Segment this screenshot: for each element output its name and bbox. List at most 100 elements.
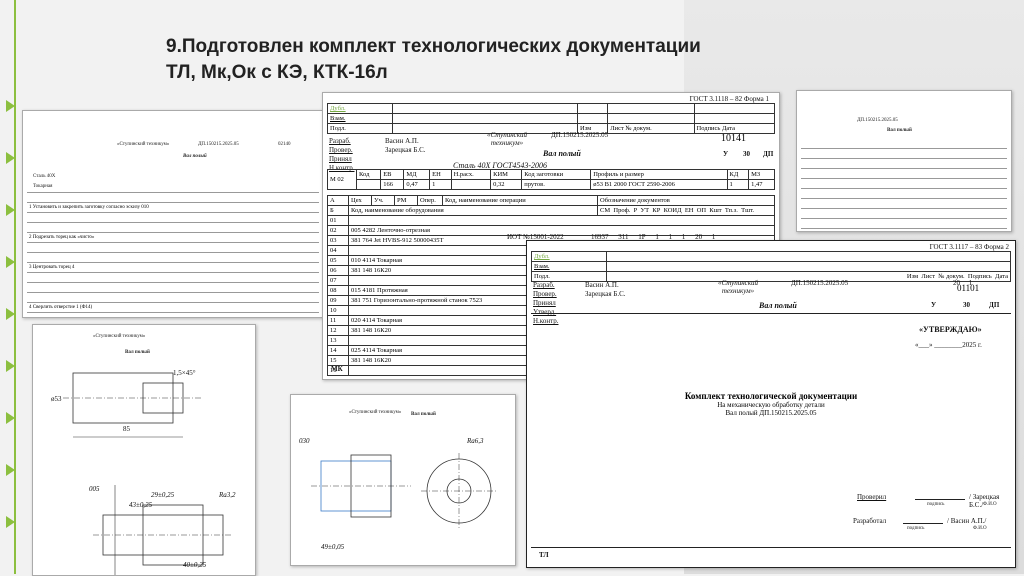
- sheet-index: 1: [968, 279, 973, 287]
- divider: [531, 547, 1011, 548]
- dim-49: 49±0,05: [321, 543, 345, 551]
- checked-sign-line: [915, 499, 965, 500]
- op-number: 030: [299, 437, 310, 445]
- college-label: «Ступинский техникум»: [486, 131, 528, 147]
- quantity: 30: [743, 150, 750, 158]
- row-number: 03: [327, 235, 349, 246]
- dim-length: 85: [123, 425, 130, 433]
- col-md: МД: [403, 169, 431, 180]
- col-oper: Опер.: [417, 195, 443, 206]
- material: Сталь 40Х: [33, 174, 56, 179]
- developer-label: Разработал: [853, 517, 887, 525]
- doc-number: ДП.150215.2025.05: [198, 142, 239, 147]
- step-list: 1 Установить и закрепить заготовку согла…: [27, 183, 319, 317]
- col-b-params: СМ Проф. Р УТ КР КОИД ЕН ОП Кшт Тп.з. Тш…: [597, 205, 775, 216]
- unit: У: [931, 301, 937, 309]
- college-label: «Ступинский техникум»: [117, 142, 170, 147]
- col-tpz: Тп.з.: [724, 207, 738, 214]
- sheet-labels: Изм Лист № докум. Подпись Дата: [606, 271, 1011, 282]
- cell: [607, 103, 695, 114]
- developer-name: Васин А.П.: [385, 137, 419, 145]
- fio-caption: Ф.И.О: [973, 526, 987, 531]
- step-3: 3 Центровать торец 4: [27, 263, 319, 273]
- col-koid: КОИД: [663, 207, 682, 214]
- cell: [693, 113, 775, 124]
- part-name: Вал полый: [543, 149, 581, 158]
- row-number: 15: [327, 355, 349, 366]
- fio-caption: Ф.И.О: [983, 502, 997, 507]
- material: Сталь 40Х ГОСТ4543-2006: [453, 161, 548, 170]
- row-text: [348, 215, 775, 226]
- col-r: Р: [633, 207, 638, 214]
- col-en: ЕН: [429, 169, 452, 180]
- roughness: Ra6,3: [467, 437, 484, 445]
- names: Васин А.П. Зарецкая Б.С.: [585, 281, 626, 299]
- operation: Токарная: [33, 184, 53, 189]
- college-label: «Ступинский техникум»: [349, 410, 402, 415]
- sketch-sheet-middle: «Ступинский техникум» Вал полый 030 Ra6,…: [290, 394, 516, 566]
- col-section: Уч.: [371, 195, 395, 206]
- slide-title: 9.Подготовлен комплект технологических д…: [166, 34, 786, 86]
- dp-label: ДП: [989, 301, 1000, 309]
- role-podl: Подл.: [531, 271, 607, 282]
- arrow-icon: [6, 412, 15, 424]
- unit: У: [723, 150, 729, 158]
- value: 16937: [591, 233, 609, 241]
- role-dubl: Дубл.: [531, 251, 607, 262]
- operation-sheet-right: ДП.150215.2025.05 Вал полый: [796, 90, 1012, 232]
- col-code: Код: [355, 169, 382, 180]
- names: Васин А.П. Зарецкая Б.С.: [385, 137, 426, 155]
- title-line-2: ТЛ, Мк,Ок с КЭ, КТК-16л: [166, 62, 388, 83]
- row-number: 14: [327, 345, 349, 356]
- cell: [392, 113, 578, 124]
- col-rm: РМ: [394, 195, 418, 206]
- row-number: 10: [327, 305, 349, 316]
- col-ksht: Кшт: [709, 207, 722, 214]
- col-shop: Цех: [348, 195, 372, 206]
- col-profile: Профиль и размер: [590, 169, 728, 180]
- role-prinyal: Принял: [329, 155, 352, 163]
- sheet-code: 02140: [278, 142, 291, 147]
- val-kim: 0,32: [490, 179, 523, 190]
- col-en: ЕН: [684, 207, 694, 214]
- row03-values: 16937 311 1Р 1 1 1 20 1: [591, 233, 715, 241]
- sketch-sheet-left: «Ступинский техникум» Вал полый 85 1,5×4…: [32, 324, 256, 576]
- row-number: 01: [327, 215, 349, 226]
- material-table: М 02 Код ЕВ МД ЕН Н.расх. КИМ Код загото…: [327, 169, 775, 190]
- dp-label: ДП: [763, 150, 774, 158]
- cell: [606, 261, 1011, 272]
- col-blank-code: Код заготовки: [521, 169, 592, 180]
- heading-line-3: Вал полый ДП.150215.2025.05: [725, 409, 817, 417]
- role-utverd: Утверд.: [533, 308, 557, 316]
- row-number: 11: [327, 315, 349, 326]
- col-sm: СМ: [600, 207, 611, 214]
- arrow-icon: [6, 516, 15, 528]
- doc-code: 01101: [957, 283, 980, 293]
- form-code: ТЛ: [539, 551, 549, 559]
- col-b: Б: [327, 205, 349, 216]
- row-number: 02: [327, 225, 349, 236]
- title-line-1: 9.Подготовлен комплект технологических д…: [166, 36, 701, 57]
- role-nkontr: Н.контр.: [533, 317, 559, 325]
- arrow-icon: [6, 256, 15, 268]
- heading-line-2: На механическую обработку детали: [717, 401, 825, 409]
- row-number: 05: [327, 255, 349, 266]
- col-equipment: Код, наименование оборудования: [348, 205, 598, 216]
- developer-name: Васин А.П.: [585, 281, 619, 289]
- operations-table: А Цех Уч. РМ Опер. Код, наименование опе…: [327, 195, 775, 216]
- val-profile: ø53 B1 2000 ГОСТ 2590-2006: [590, 179, 728, 190]
- part-name: Вал полый: [887, 128, 912, 133]
- arrow-icon: [6, 308, 15, 320]
- cell: [576, 113, 609, 124]
- value: 1Р: [638, 233, 646, 241]
- col-operation-name: Код, наименование операции: [442, 195, 598, 206]
- cell: [392, 103, 578, 114]
- value: 1: [681, 233, 686, 241]
- iot-doc: ИОТ №15001-2022: [507, 233, 564, 241]
- cell: [576, 103, 609, 114]
- col-tsht: Тшт.: [741, 207, 755, 214]
- doc-number: ДП.150215.2025.05: [551, 131, 609, 139]
- role-razrab: Разраб.: [329, 137, 351, 145]
- op-number: 005: [89, 485, 100, 493]
- dim-diameter: ø53: [51, 395, 62, 403]
